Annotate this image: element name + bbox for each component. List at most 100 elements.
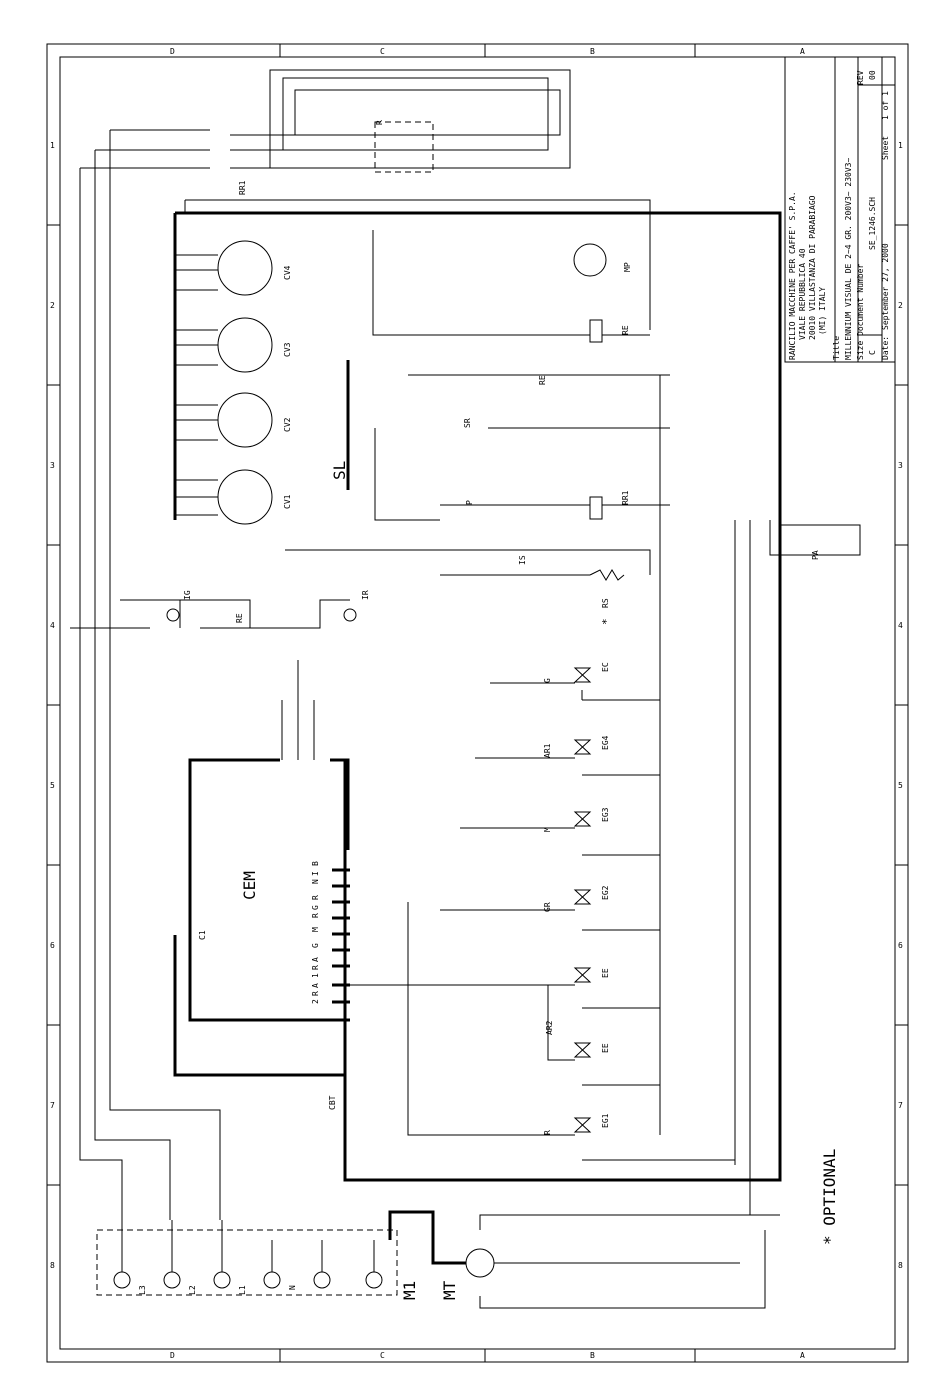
border-number: 3 [50,461,55,470]
p-label: P [465,500,474,505]
cem-pin-label: A [311,983,320,988]
border-letter: A [800,1351,805,1360]
valve-label: EG1 [601,1113,610,1128]
switch-wiring [70,599,350,629]
cem-pin-label: 2 [311,999,320,1004]
valve-ec: EC G [490,662,660,701]
cem-pin-label: G [311,905,320,910]
valve-label: EG3 [601,807,610,822]
cv3-label: CV3 [283,342,292,357]
valve-wire-label: R [543,1130,552,1135]
valve-wire-label: AR1 [543,743,552,758]
border-number: 6 [898,941,903,950]
valve-ee-2: EE AR2 [545,985,660,1086]
drawing-title: MILLENNIUM VISUAL DE 2~4 GR. 200V3~ 230V… [844,158,853,360]
terminal-label: L1 [238,1285,247,1295]
company-line: (MI) ITALY [818,287,827,335]
border-letter: A [800,47,805,56]
valves: EC G EG4 AR1 EG3 M EG2 GR EE EE AR2 [350,375,751,1215]
border-letters-top: D C B A D C B A [170,47,805,1360]
cv1-circle [217,469,273,525]
border-letter: B [590,1351,595,1360]
border-number: 8 [50,1261,55,1270]
resistor-block-r [374,121,434,173]
border-letter: D [170,47,175,56]
valve-wire-label: GR [543,902,552,912]
terminal-block-m1 [96,1229,398,1296]
border-ticks [47,44,908,1362]
cv4-label: CV4 [283,265,292,280]
valve-eg3: EG3 M [460,807,660,856]
re-contact-label: RE [235,613,244,623]
border-number: 7 [50,1101,55,1110]
gv-ground-wires [479,1214,780,1309]
relay-wiring [285,230,861,576]
cem-pins: B I N R G R M G A R 1 A R 2 [311,861,350,1004]
cem-pin-label: R [311,895,320,900]
border-number: 6 [50,941,55,950]
border-number: 8 [898,1261,903,1270]
valve-label: EE [601,1043,610,1053]
border-number: 3 [898,461,903,470]
size-label: Size [856,341,865,360]
valve-ee-1: EE [350,967,660,1009]
border-letter: C [380,47,385,56]
inner-border [59,56,896,1350]
heating-wires [230,69,571,169]
mt-label: MT [440,1280,459,1300]
date-value: September 27, 2000 [881,243,890,330]
cem-top-wires [281,660,315,760]
cem-pin-label: 1 [311,973,320,978]
border-number: 4 [50,621,55,630]
sheet-value: 1 of 1 [881,91,890,120]
cv2-circle [217,392,273,448]
rs-star: * [600,618,613,625]
rev-value: 00 [868,70,877,80]
cv3-circle [217,317,273,373]
ir-label: IR [361,590,370,600]
terminal-label: L2 [188,1285,197,1295]
cem-box [188,758,350,1022]
r-label: R [375,120,384,125]
c1-wire [173,935,345,1077]
border-number: 2 [50,301,55,310]
size-value: C [868,350,877,355]
rev-label: REV [856,70,865,85]
pump-motor-icon [573,243,607,277]
valve-wire-label: G [543,678,552,683]
border-letter: C [380,1351,385,1360]
company-line: 20010 VILLASTANZA DI PARABIAGO [808,195,817,340]
rs-label: RS [601,598,610,608]
cv4-circle [217,240,273,296]
re-switch-label: RE [538,375,547,385]
valve-eg2: EG2 GR [440,885,660,931]
border-number: 5 [50,781,55,790]
sr-label: SR [463,418,472,428]
border-numbers: 1 2 3 4 5 6 7 8 1 2 3 4 5 6 7 8 [50,141,903,1270]
company-line: VIALE REPUBBLICA 40 [798,248,807,340]
re-coil [589,319,603,343]
valve-wire-label: M [543,827,552,832]
enclosure-outline [175,211,782,1182]
cem-pin-label: R [311,965,320,970]
valve-eg1: EG1 R [407,902,735,1161]
cbt-label: CBT [328,1095,337,1110]
valve-label: EC [601,662,610,672]
terminals: L3 L2 L1 N [113,1220,383,1295]
border-number: 4 [898,621,903,630]
company-line: RANCILIO MACCHINE PER CAFFE' S.P.A. [788,191,797,360]
sheet-label: Sheet [881,136,890,160]
cem-pin-label: N [311,879,320,884]
m1-label: M1 [400,1281,419,1300]
cv2-label: CV2 [283,417,292,432]
rs-resistor [589,569,625,581]
re-coil-label: RE [621,325,630,335]
ig-lamp-icon [166,608,180,622]
docnum-label: Document Number [856,264,865,336]
valve-wire-label: AR2 [545,1020,554,1035]
rr1-coil-label: RR1 [621,490,630,505]
border-letter: D [170,1351,175,1360]
cem-pin-label: M [311,927,320,932]
cem-pin-label: I [311,871,320,876]
optional-note: * OPTIONAL [820,1149,839,1245]
